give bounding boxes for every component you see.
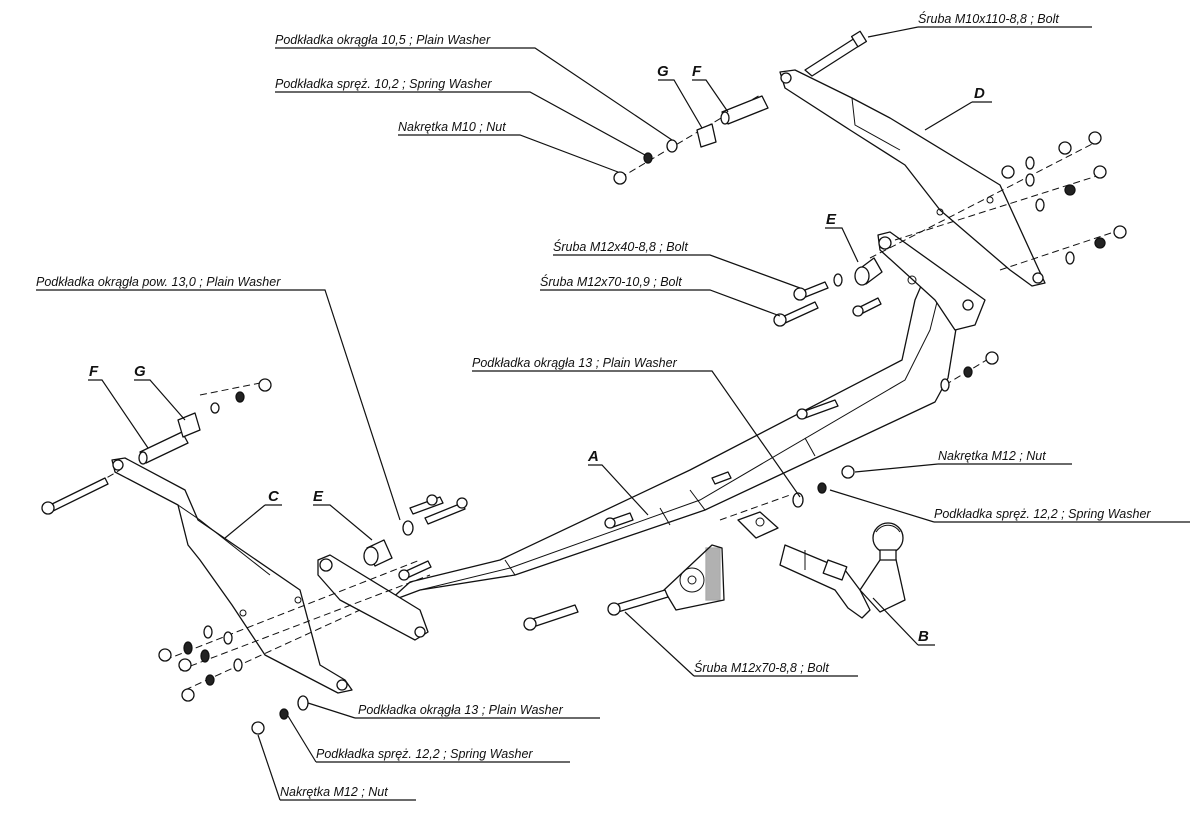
- letter-a: A: [587, 448, 599, 465]
- label-plain-washer-13-top: Podkładka okrągła 13 ; Plain Washer: [472, 356, 678, 370]
- letter-e-left: E: [313, 488, 324, 505]
- label-bolt-m12x70-109: Śruba M12x70-10,9 ; Bolt: [540, 274, 682, 289]
- part-letters: A B C D E E F G F G: [89, 63, 985, 645]
- label-plain-washer-13-0: Podkładka okrągła pow. 13,0 ; Plain Wash…: [36, 275, 281, 289]
- label-spring-washer-10-2: Podkładka spręż. 10,2 ; Spring Washer: [275, 77, 492, 91]
- label-nut-m12-right: Nakrętka M12 ; Nut: [938, 449, 1046, 463]
- letter-f-left: F: [89, 363, 99, 380]
- letter-g-top: G: [657, 63, 669, 80]
- letter-f-top: F: [692, 63, 702, 80]
- letter-d: D: [974, 85, 985, 102]
- part-d-right-bracket: [779, 69, 1046, 287]
- fasteners: [41, 30, 1127, 735]
- label-bolt-m12x70-88: Śruba M12x70-8,8 ; Bolt: [694, 660, 829, 675]
- socket-plate: [663, 544, 725, 611]
- part-labels: Śruba M10x110-8,8 ; Bolt Podkładka okrąg…: [36, 11, 1151, 799]
- label-bolt-m10x110: Śruba M10x110-8,8 ; Bolt: [918, 11, 1059, 26]
- label-spring-washer-12-2-bottom: Podkładka spręż. 12,2 ; Spring Washer: [316, 747, 533, 761]
- part-b-ball-neck: [779, 522, 906, 619]
- letter-b: B: [918, 628, 929, 645]
- label-spring-washer-12-2-right: Podkładka spręż. 12,2 ; Spring Washer: [934, 507, 1151, 521]
- label-nut-m12-bottom: Nakrętka M12 ; Nut: [280, 785, 388, 799]
- part-c-left-bracket: [111, 457, 353, 694]
- letter-g-left: G: [134, 363, 146, 380]
- leader-lines: [36, 26, 1190, 801]
- label-plain-washer-10-5: Podkładka okrągła 10,5 ; Plain Washer: [275, 33, 491, 47]
- label-nut-m10: Nakrętka M10 ; Nut: [398, 120, 506, 134]
- label-plain-washer-13-bottom: Podkładka okrągła 13 ; Plain Washer: [358, 703, 564, 717]
- part-a-crossbeam: [317, 231, 986, 641]
- label-bolt-m12x40: Śruba M12x40-8,8 ; Bolt: [553, 239, 688, 254]
- letter-e-right: E: [826, 211, 837, 228]
- letter-c: C: [268, 488, 280, 505]
